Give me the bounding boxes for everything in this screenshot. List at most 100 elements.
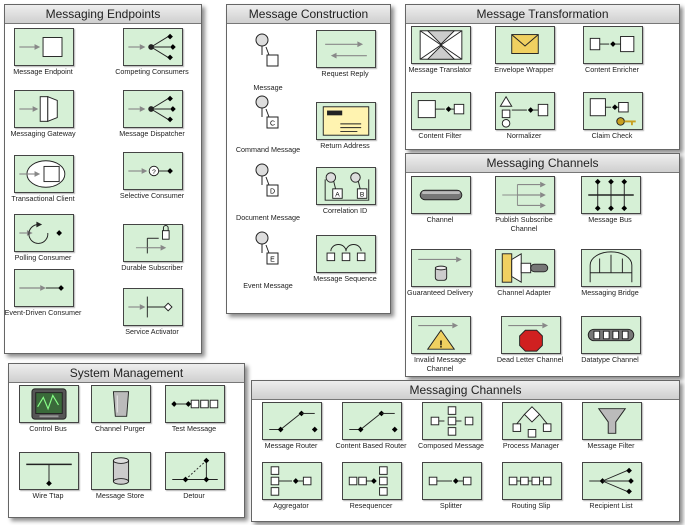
durable-subscriber-icon (123, 224, 183, 262)
pattern-label: Channel Purger (94, 424, 146, 433)
command-message-icon: C (253, 90, 283, 142)
message-router-icon (262, 402, 322, 440)
test-message-icon (165, 385, 225, 423)
svg-text:?: ? (152, 169, 156, 176)
svg-text:D: D (270, 189, 275, 196)
transactional-client-icon (14, 155, 74, 193)
pattern-label: Command Message (235, 145, 301, 154)
pattern-label: Service Activator (125, 327, 179, 336)
pattern-label: Correlation ID (322, 206, 368, 215)
panel-title: Message Transformation (406, 5, 679, 24)
pattern-label: Message Translator (408, 65, 472, 74)
panel-title: Messaging Channels (406, 154, 679, 173)
claim-check-icon (583, 92, 643, 130)
document-message-icon: D (253, 158, 283, 210)
aggregator-icon (262, 462, 322, 500)
message-icon (253, 28, 283, 80)
message-sequence-icon (316, 235, 376, 273)
pattern-label: Dead Letter Channel (496, 355, 564, 364)
wire-tap-icon (19, 452, 79, 490)
pattern-label: Recipient List (589, 501, 633, 510)
content-based-router-icon (342, 402, 402, 440)
event-message-icon: E (253, 226, 283, 278)
pattern-label: Aggregator (273, 501, 309, 510)
selective-consumer-icon: ? (123, 152, 183, 190)
publish-subscribe-channel-icon (495, 176, 555, 214)
composed-message-icon (422, 402, 482, 440)
request-reply-icon (316, 30, 376, 68)
pattern-label: Envelope Wrapper (494, 65, 554, 74)
pattern-label: Message Filter (587, 441, 635, 450)
guaranteed-delivery-icon (411, 249, 471, 287)
pattern-label: Resequencer (349, 501, 393, 510)
pattern-label: Test Message (171, 424, 217, 433)
pattern-label: Polling Consumer (14, 253, 72, 262)
pattern-label: Message Store (95, 491, 145, 500)
datatype-channel-icon (581, 316, 641, 354)
pattern-label: Message Sequence (313, 274, 377, 283)
panel-title: Message Construction (227, 5, 390, 24)
message-dispatcher-icon (123, 90, 183, 128)
pattern-label: Normalizer (506, 131, 542, 140)
pattern-label: Messaging Bridge (581, 288, 639, 297)
pattern-label: Process Manager (502, 441, 560, 450)
pattern-label: Composed Message (418, 441, 484, 450)
panel-title: Messaging Channels (252, 381, 679, 400)
control-bus-icon (19, 385, 79, 423)
pattern-label: Transactional Client (11, 194, 75, 203)
message-store-icon (91, 452, 151, 490)
pattern-label: Detour (183, 491, 205, 500)
return-address-icon (316, 102, 376, 140)
message-bus-icon (581, 176, 641, 214)
pattern-label: Message Dispatcher (119, 129, 185, 138)
resequencer-icon (342, 462, 402, 500)
pattern-label: Invalid Message Channel (414, 355, 466, 374)
pattern-label: Event-Driven Consumer (4, 308, 82, 317)
messaging-bridge-icon (581, 249, 641, 287)
event-driven-consumer-icon (14, 269, 74, 307)
pattern-label: Content Based Router (335, 441, 407, 450)
message-translator-icon (411, 26, 471, 64)
message-endpoint-icon (14, 28, 74, 66)
content-filter-icon (411, 92, 471, 130)
svg-text:!: ! (439, 339, 442, 350)
pattern-label: Document Message (236, 213, 300, 222)
routing-slip-icon (502, 462, 562, 500)
pattern-label: Channel Adapter (497, 288, 551, 297)
pattern-label: Competing Consumers (115, 67, 189, 76)
svg-text:A: A (335, 191, 340, 198)
pattern-label: Request Reply (321, 69, 369, 78)
normalizer-icon (495, 92, 555, 130)
service-activator-icon (123, 288, 183, 326)
panel-title: System Management (9, 364, 244, 383)
pattern-label: Splitter (439, 501, 463, 510)
messaging-gateway-icon (14, 90, 74, 128)
channel-icon (411, 176, 471, 214)
pattern-label: Message Bus (588, 215, 632, 224)
pattern-label: Channel (426, 215, 454, 224)
pattern-label: Datatype Channel (581, 355, 639, 364)
recipient-list-icon (582, 462, 642, 500)
pattern-label: Durable Subscriber (121, 263, 183, 272)
pattern-label: Publish Subscribe Channel (495, 215, 553, 234)
competing-consumers-icon (123, 28, 183, 66)
process-manager-icon (502, 402, 562, 440)
pattern-label: Messaging Gateway (10, 129, 76, 138)
pattern-label: Return Address (320, 141, 370, 150)
pattern-label: Routing Slip (511, 501, 551, 510)
invalid-message-channel-icon: ! (411, 316, 471, 354)
detour-icon (165, 452, 225, 490)
dead-letter-channel-icon (501, 316, 561, 354)
pattern-label: Wire Ttap (32, 491, 64, 500)
pattern-label: Content Filter (418, 131, 462, 140)
svg-text:C: C (270, 121, 275, 128)
envelope-wrapper-icon (495, 26, 555, 64)
svg-text:B: B (360, 191, 365, 198)
polling-consumer-icon (14, 214, 74, 252)
panel-title: Messaging Endpoints (5, 5, 201, 24)
pattern-label: Message Router (264, 441, 318, 450)
pattern-label: Message (253, 83, 283, 92)
svg-text:E: E (270, 257, 275, 264)
pattern-label: Claim Check (591, 131, 633, 140)
